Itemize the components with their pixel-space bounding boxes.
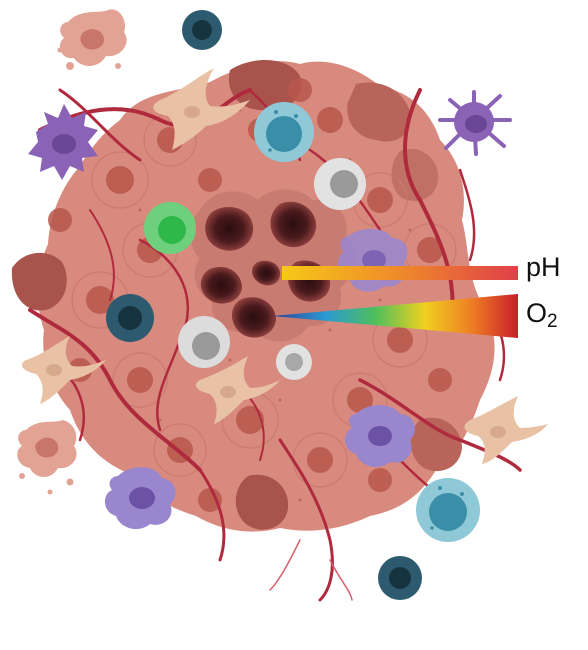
teal-lymphocyte-bottom: [416, 478, 480, 542]
detached-tumor-cluster-left: [17, 420, 77, 495]
dendritic-cell-right: [438, 90, 512, 156]
dark-lymphocyte-left: [106, 294, 154, 342]
ph-label: pH: [526, 252, 561, 282]
macrophage-bottom-left: [104, 467, 176, 530]
grey-cell-left: [178, 316, 230, 368]
o2-label-subscript: 2: [547, 311, 558, 332]
dark-lymphocyte-top: [182, 10, 222, 50]
blood-vessels: [28, 88, 522, 602]
teal-lymphocyte-top: [254, 102, 314, 162]
green-cell: [144, 202, 196, 254]
o2-gradient-wedge: [272, 294, 518, 338]
dark-lymphocyte-bottom: [378, 556, 422, 600]
macrophage-right: [344, 405, 415, 468]
fibroblast-cells: [21, 68, 548, 464]
o2-label: O2: [526, 298, 558, 333]
o2-label-main: O: [526, 298, 548, 328]
grey-cell-lower: [276, 344, 312, 380]
dendritic-cell-left: [28, 104, 98, 180]
grey-cell-upper: [314, 158, 366, 210]
tumor-mass: [11, 59, 495, 532]
ph-gradient-bar: [282, 266, 518, 280]
detached-tumor-cluster-top: [57, 9, 127, 70]
